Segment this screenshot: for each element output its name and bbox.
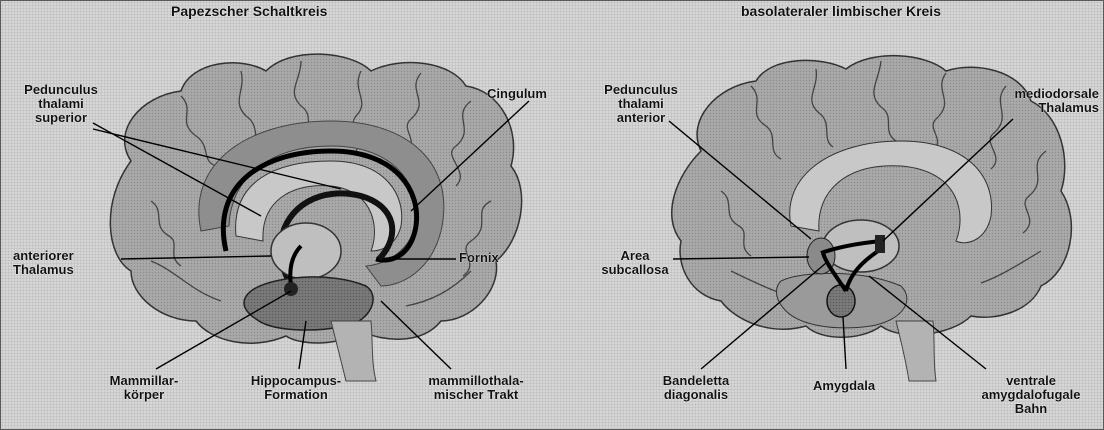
label-line: Pedunculus	[21, 83, 101, 97]
left-panel-title: Papezscher Schaltkreis	[171, 4, 327, 18]
label-ventrale-amygdalofugale-bahn: ventrale amygdalofugale Bahn	[961, 374, 1101, 416]
left-brain	[110, 54, 521, 381]
left-brainstem	[331, 321, 376, 381]
label-bandeletta-diagonalis: Bandeletta diagonalis	[641, 374, 751, 402]
label-line: mammillothala-	[411, 374, 541, 388]
right-brainstem	[896, 321, 936, 381]
label-line: Thalamus	[991, 101, 1099, 115]
label-line: Mammillar-	[89, 374, 199, 388]
label-line: Pedunculus	[601, 83, 681, 97]
label-line: superior	[21, 111, 101, 125]
label-line: diagonalis	[641, 388, 751, 402]
label-amygdala: Amygdala	[813, 379, 875, 393]
label-line: Bandeletta	[641, 374, 751, 388]
label-line: Formation	[236, 388, 356, 402]
label-line: Bahn	[961, 402, 1101, 416]
right-amygdala	[827, 285, 855, 317]
label-mammillothalamischer-trakt: mammillothala- mischer Trakt	[411, 374, 541, 402]
label-line: subcallosa	[595, 263, 675, 277]
label-line: Thalamus	[13, 263, 74, 277]
label-area-subcallosa: Area subcallosa	[595, 249, 675, 277]
label-line: thalami	[601, 97, 681, 111]
label-line: Hippocampus-	[236, 374, 356, 388]
label-pedunculus-thalami-anterior: Pedunculus thalami anterior	[601, 83, 681, 125]
label-hippocampus-formation: Hippocampus- Formation	[236, 374, 356, 402]
label-line: amygdalofugale	[961, 388, 1101, 402]
label-mediodorsale-thalamus: mediodorsale Thalamus	[991, 87, 1099, 115]
label-line: mischer Trakt	[411, 388, 541, 402]
label-mammillarkoerper: Mammillar- körper	[89, 374, 199, 402]
label-line: ventrale	[961, 374, 1101, 388]
label-line: mediodorsale	[991, 87, 1099, 101]
label-anteriorer-thalamus: anteriorer Thalamus	[13, 249, 74, 277]
left-thalamus	[271, 223, 341, 279]
label-line: Area	[595, 249, 675, 263]
label-line: anteriorer	[13, 249, 74, 263]
label-line: thalami	[21, 97, 101, 111]
label-fornix: Fornix	[459, 251, 499, 265]
label-line: anterior	[601, 111, 681, 125]
right-panel-title: basolateraler limbischer Kreis	[741, 4, 941, 18]
label-pedunculus-thalami-superior: Pedunculus thalami superior	[21, 83, 101, 125]
label-cingulum: Cingulum	[487, 87, 547, 101]
label-line: körper	[89, 388, 199, 402]
